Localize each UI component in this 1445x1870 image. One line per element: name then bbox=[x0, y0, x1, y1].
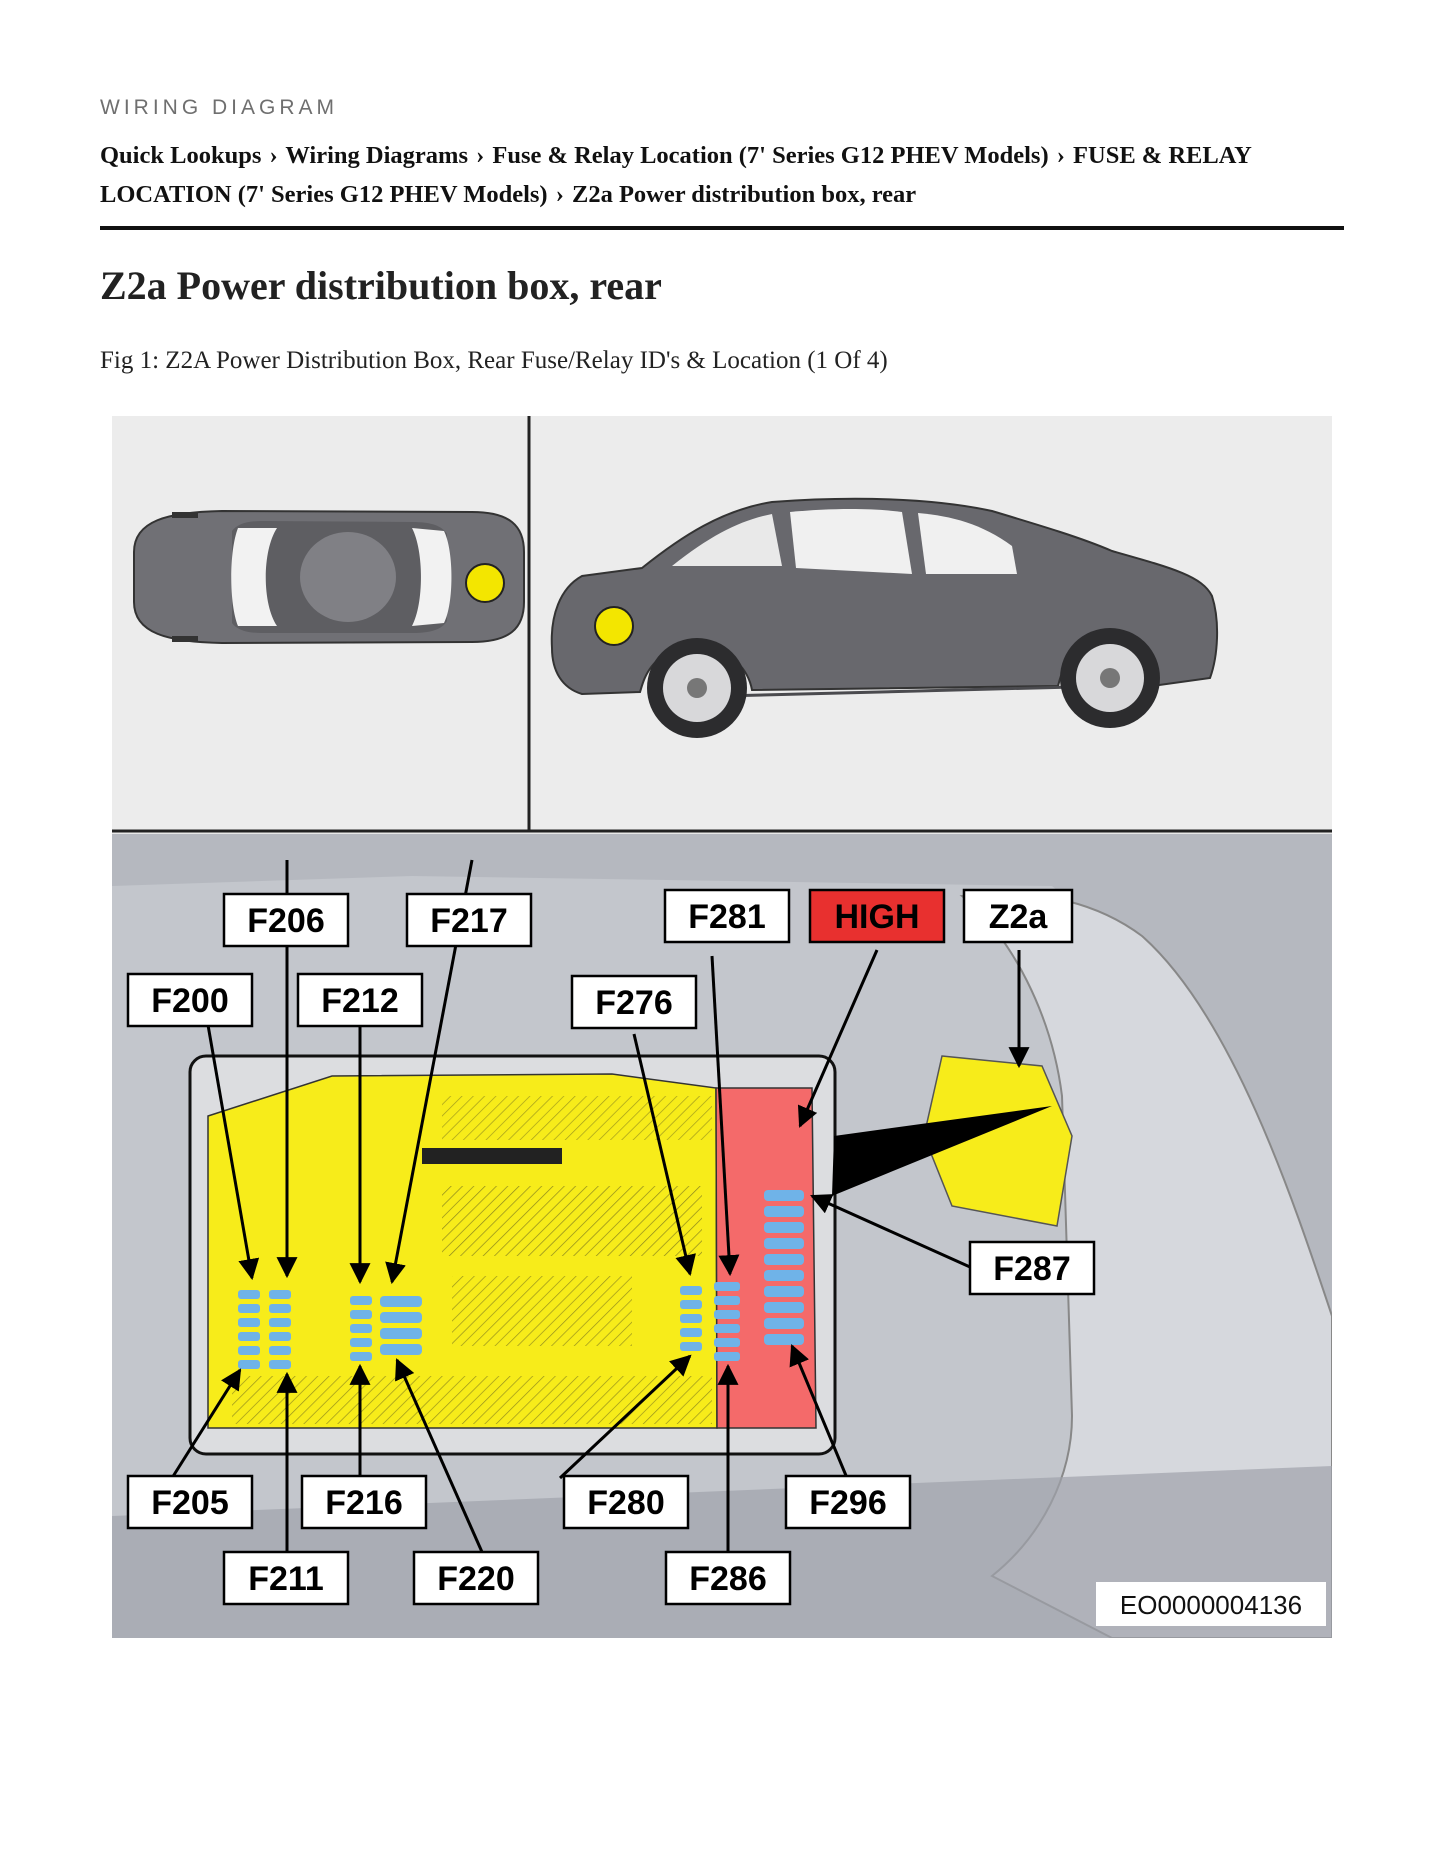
breadcrumb-quick-lookups[interactable]: Quick Lookups bbox=[100, 142, 262, 169]
breadcrumb-separator: › bbox=[269, 142, 278, 169]
svg-text:HIGH: HIGH bbox=[835, 898, 920, 936]
label-f212: F212 bbox=[296, 972, 424, 1028]
svg-text:Z2a: Z2a bbox=[989, 898, 1049, 936]
svg-text:F206: F206 bbox=[247, 902, 325, 940]
label-f217: F217 bbox=[405, 892, 533, 948]
breadcrumb-current: Z2a Power distribution box, rear bbox=[572, 181, 917, 208]
breadcrumb-wiring-diagrams[interactable]: Wiring Diagrams bbox=[285, 142, 468, 169]
svg-text:F276: F276 bbox=[595, 984, 673, 1022]
svg-text:EO0000004136: EO0000004136 bbox=[1120, 1590, 1302, 1620]
section-label: WIRING DIAGRAM bbox=[100, 96, 338, 119]
breadcrumb-separator: › bbox=[555, 181, 564, 208]
breadcrumb-fuse-relay-location-upper[interactable]: FUSE & RELAY LOCATION (7' Series G12 PHE… bbox=[100, 142, 1251, 208]
fuse-column-f276-f280 bbox=[680, 1286, 702, 1351]
label-f216: F216 bbox=[300, 1474, 428, 1530]
label-z2a: Z2a bbox=[962, 888, 1074, 944]
svg-text:F286: F286 bbox=[689, 1560, 767, 1598]
svg-text:F220: F220 bbox=[437, 1560, 515, 1598]
figure-caption: Fig 1: Z2A Power Distribution Box, Rear … bbox=[100, 347, 888, 374]
breadcrumb-separator: › bbox=[476, 142, 485, 169]
car-top-view-icon bbox=[133, 509, 525, 645]
label-f296: F296 bbox=[784, 1474, 912, 1530]
label-f220: F220 bbox=[412, 1550, 540, 1606]
label-f206: F206 bbox=[222, 892, 350, 948]
label-high: HIGH bbox=[808, 888, 946, 944]
car-side-view-icon bbox=[550, 497, 1219, 738]
svg-text:F212: F212 bbox=[321, 982, 399, 1020]
label-f287: F287 bbox=[968, 1240, 1096, 1296]
fuse-column-f206-f211 bbox=[269, 1290, 291, 1369]
svg-text:F287: F287 bbox=[993, 1250, 1071, 1288]
svg-text:F205: F205 bbox=[151, 1484, 229, 1522]
svg-text:F200: F200 bbox=[151, 982, 229, 1020]
label-f205: F205 bbox=[126, 1474, 254, 1530]
fuse-column-f200-f205 bbox=[238, 1290, 260, 1369]
fuse-column-f212-f216 bbox=[350, 1296, 372, 1361]
svg-text:F281: F281 bbox=[688, 898, 766, 936]
label-f286: F286 bbox=[664, 1550, 792, 1606]
svg-text:F296: F296 bbox=[809, 1484, 887, 1522]
fuse-column-f217-f220 bbox=[380, 1296, 422, 1355]
fuse-column-f281-f286 bbox=[714, 1282, 740, 1361]
label-f276: F276 bbox=[570, 974, 698, 1030]
fuse-column-f287-f296 bbox=[764, 1190, 804, 1345]
header-divider bbox=[100, 226, 1344, 230]
svg-text:F216: F216 bbox=[325, 1484, 403, 1522]
breadcrumb-fuse-relay-location[interactable]: Fuse & Relay Location (7' Series G12 PHE… bbox=[492, 142, 1049, 169]
label-f281: F281 bbox=[663, 888, 791, 944]
svg-text:F217: F217 bbox=[430, 902, 508, 940]
connector-slot bbox=[422, 1148, 562, 1164]
label-f200: F200 bbox=[126, 972, 254, 1028]
location-pointer bbox=[832, 1106, 1052, 1196]
label-f280: F280 bbox=[562, 1474, 690, 1530]
fuse-location-figure: F206 F217 F281 HIGH Z2a F200 F212 F276 bbox=[112, 416, 1332, 1638]
svg-text:F211: F211 bbox=[248, 1560, 324, 1598]
image-code: EO0000004136 bbox=[1096, 1582, 1326, 1626]
breadcrumb: Quick Lookups › Wiring Diagrams › Fuse &… bbox=[100, 136, 1340, 214]
svg-text:F280: F280 bbox=[587, 1484, 665, 1522]
location-marker-icon bbox=[594, 606, 634, 646]
location-marker-icon bbox=[465, 563, 505, 603]
breadcrumb-separator: › bbox=[1056, 142, 1065, 169]
label-f211: F211 bbox=[222, 1550, 350, 1606]
page-title: Z2a Power distribution box, rear bbox=[100, 263, 662, 308]
